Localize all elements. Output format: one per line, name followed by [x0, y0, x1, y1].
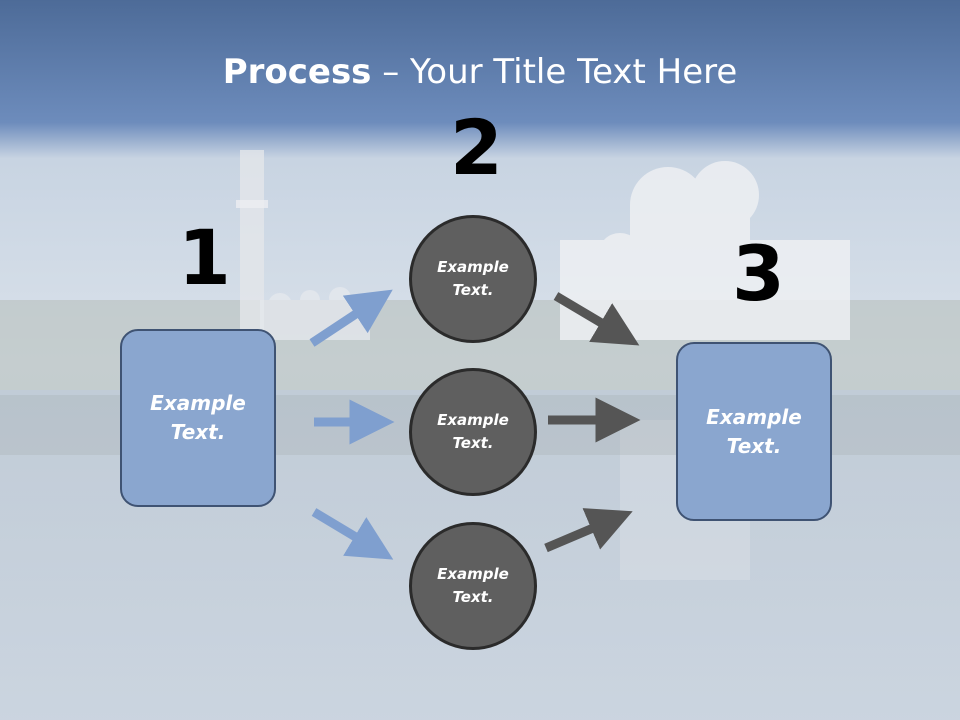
- step-3-text-line2: Text.: [726, 433, 782, 458]
- step-3-box: Example Text.: [676, 342, 832, 521]
- step-1-text-line1: Example: [150, 391, 246, 415]
- title-rest: – Your Title Text Here: [371, 52, 738, 92]
- circle-bottom-line1: Example: [437, 564, 509, 583]
- step-2-circle-top: Example Text.: [409, 215, 537, 343]
- arrow-up-right-blue: [309, 289, 393, 347]
- title-bold: Process: [222, 52, 372, 92]
- circle-top-line1: Example: [437, 257, 509, 276]
- step-3-text-line1: Example: [706, 404, 802, 429]
- step-number-1: 1: [178, 213, 231, 302]
- arrow-up-right-dark: [544, 508, 633, 553]
- step-1-text-line2: Text.: [170, 420, 226, 444]
- circle-bottom-line2: Text.: [452, 588, 494, 606]
- slide-title: Process – Your Title Text Here: [0, 52, 960, 92]
- step-1-box: Example Text.: [120, 329, 276, 507]
- circle-middle-line2: Text.: [452, 434, 494, 452]
- step-number-2: 2: [450, 103, 503, 192]
- step-2-circle-middle: Example Text.: [409, 368, 537, 496]
- circle-top-line2: Text.: [452, 281, 494, 299]
- arrow-down-right-blue: [311, 508, 394, 560]
- arrow-down-right-dark: [553, 292, 640, 346]
- circle-middle-line1: Example: [437, 410, 509, 429]
- step-number-3: 3: [732, 229, 785, 318]
- step-2-circle-bottom: Example Text.: [409, 522, 537, 650]
